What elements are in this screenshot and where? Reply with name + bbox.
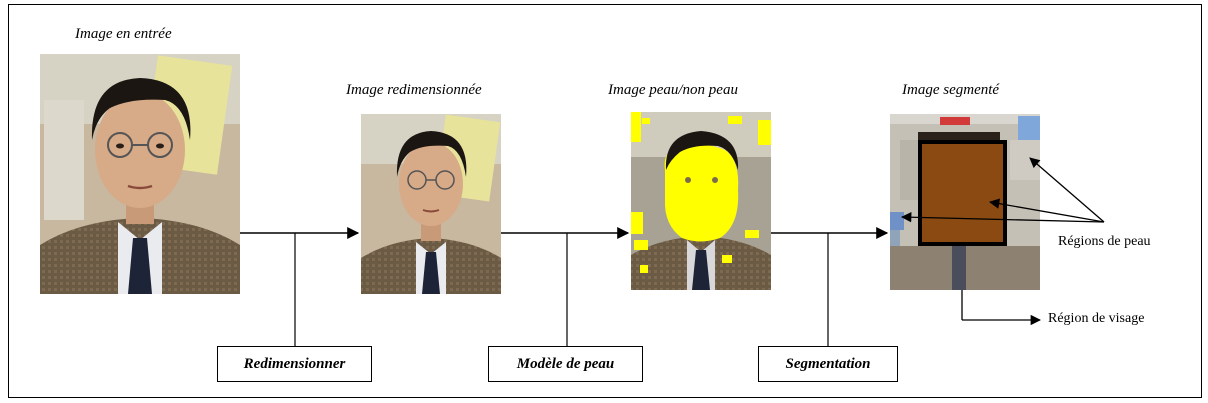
caption-resized-image: Image redimensionnée	[346, 82, 482, 98]
arrow-skin-region-left	[900, 212, 1105, 223]
input-photo	[40, 54, 240, 294]
caption-input-image: Image en entrée	[75, 26, 172, 42]
segmented-photo	[890, 114, 1040, 290]
step-segmentation-box: Segmentation	[758, 346, 898, 382]
diagram-frame	[8, 4, 1202, 398]
step-resize-box: Redimensionner	[217, 346, 372, 382]
caption-skin-image: Image peau/non peau	[608, 82, 738, 98]
caption-segmented-image: Image segmenté	[902, 82, 1000, 98]
label-skin-regions: Régions de peau	[1058, 234, 1151, 249]
arrow-skin-region-face	[988, 198, 1105, 223]
step-skin-model-box: Modèle de peau	[488, 346, 643, 382]
resized-photo	[361, 114, 501, 294]
skin-map-photo	[631, 112, 771, 290]
arrow-skin-region-top	[1029, 157, 1105, 223]
label-face-region: Région de visage	[1048, 311, 1145, 326]
